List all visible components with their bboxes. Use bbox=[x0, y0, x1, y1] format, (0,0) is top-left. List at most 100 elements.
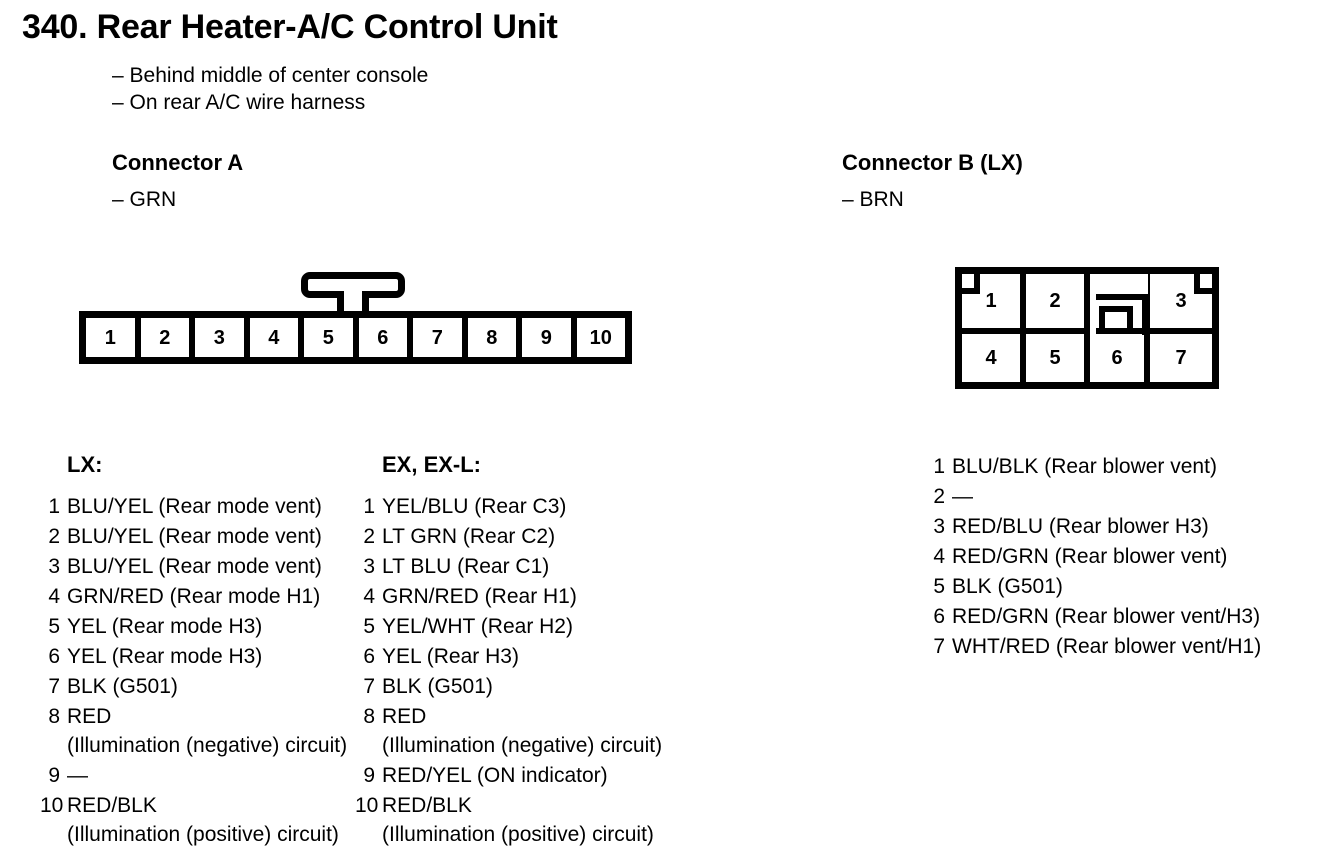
pin-desc-main: YEL/BLU (Rear C3) bbox=[382, 495, 567, 518]
pin-number: 5 bbox=[933, 575, 945, 598]
pin-description: RED/GRN (Rear blower vent/H3) bbox=[952, 602, 1305, 631]
pin-row: 5 YEL/WHT (Rear H2) bbox=[355, 612, 715, 641]
pin-desc-main: YEL (Rear H3) bbox=[382, 645, 519, 668]
pin-description: GRN/RED (Rear H1) bbox=[382, 582, 715, 611]
latch-joint-fill bbox=[344, 289, 362, 297]
connector-b-heading: Connector B (LX) bbox=[842, 150, 1023, 175]
pin-desc-main: BLU/YEL (Rear mode vent) bbox=[67, 525, 322, 548]
latch-recess-wall-left bbox=[1090, 294, 1096, 335]
pin-description: BLK (G501) bbox=[382, 672, 715, 701]
pin-description: YEL (Rear mode H3) bbox=[67, 612, 380, 641]
connector-a-pin-cell: 8 bbox=[467, 318, 522, 357]
connector-a-pin-cell: 9 bbox=[522, 318, 577, 357]
pin-desc-main: RED/GRN (Rear blower vent) bbox=[952, 545, 1228, 568]
pin-number: 3 bbox=[363, 555, 375, 578]
connector-a-pin-row: 1 2 3 4 5 6 7 8 9 10 bbox=[79, 311, 632, 364]
pin-desc-main: RED bbox=[67, 705, 112, 728]
latch-recess-wall-right bbox=[1142, 294, 1148, 335]
pin-description: RED/GRN (Rear blower vent) bbox=[952, 542, 1305, 571]
pin-row: 8 RED (Illumination (negative) circuit) bbox=[40, 702, 380, 760]
pin-row: 4 GRN/RED (Rear H1) bbox=[355, 582, 715, 611]
pin-row: 1 BLU/YEL (Rear mode vent) bbox=[40, 492, 380, 521]
pin-desc-main: BLK (G501) bbox=[952, 575, 1063, 598]
location-note-line: – On rear A/C wire harness bbox=[112, 91, 366, 114]
connector-latch-tab-icon bbox=[301, 272, 405, 318]
pin-description: RED/BLK(Illumination (positive) circuit) bbox=[67, 791, 380, 849]
pin-row: 4 RED/GRN (Rear blower vent) bbox=[925, 542, 1305, 571]
pin-description: BLU/YEL (Rear mode vent) bbox=[67, 522, 380, 551]
connector-a-pin-cell: 4 bbox=[249, 318, 304, 357]
pin-desc-main: YEL (Rear mode H3) bbox=[67, 615, 263, 638]
pin-desc-main: YEL/WHT (Rear H2) bbox=[382, 615, 573, 638]
pin-list-heading: LX: bbox=[67, 452, 103, 477]
pin-desc-main: LT BLU (Rear C1) bbox=[382, 555, 550, 578]
connector-a-pin-cell: 10 bbox=[576, 318, 625, 357]
pin-row: 4 GRN/RED (Rear mode H1) bbox=[40, 582, 380, 611]
latch-recess-tab bbox=[1099, 306, 1133, 328]
connector-b-pin-cell: 7 bbox=[1150, 334, 1212, 382]
connector-latch-recess-icon bbox=[1090, 274, 1148, 335]
pin-description: LT GRN (Rear C2) bbox=[382, 522, 715, 551]
pin-number: 5 bbox=[363, 615, 375, 638]
pin-number: 7 bbox=[363, 675, 375, 698]
pin-desc-main: GRN/RED (Rear H1) bbox=[382, 585, 577, 608]
pin-desc-continuation: (Illumination (negative) circuit) bbox=[382, 734, 663, 757]
location-note-line: – Behind middle of center console bbox=[112, 64, 429, 87]
pin-desc-main: RED bbox=[382, 705, 427, 728]
pin-desc-continuation: (Illumination (positive) circuit) bbox=[67, 823, 339, 846]
pin-desc-continuation: (Illumination (positive) circuit) bbox=[382, 823, 654, 846]
pin-row: 2— bbox=[925, 482, 1305, 511]
connector-b-diagram: 1 2 3 4 5 6 7 bbox=[955, 267, 1219, 389]
pin-desc-continuation: (Illumination (negative) circuit) bbox=[67, 734, 348, 757]
connector-a-pin-cell: 3 bbox=[195, 318, 250, 357]
pin-desc-main: RED/BLK bbox=[382, 794, 472, 817]
pin-description: BLU/YEL (Rear mode vent) bbox=[67, 492, 380, 521]
pin-list-heading: EX, EX-L: bbox=[382, 452, 482, 477]
connector-a-diagram: 1 2 3 4 5 6 7 8 9 10 bbox=[79, 272, 639, 372]
connector-b-top-row: 1 2 3 bbox=[962, 274, 1212, 328]
pin-desc-main: WHT/RED (Rear blower vent/H1) bbox=[952, 635, 1262, 658]
pin-description: — bbox=[67, 761, 380, 790]
pin-number: 10 bbox=[40, 794, 64, 817]
pin-row: 9— bbox=[40, 761, 380, 790]
connector-a-pin-cell: 6 bbox=[358, 318, 413, 357]
pin-description: — bbox=[952, 482, 1305, 511]
pin-number: 6 bbox=[363, 645, 375, 668]
pin-number: 1 bbox=[48, 495, 60, 518]
connector-b-pin-cell: 6 bbox=[1090, 334, 1150, 382]
connector-b-notch-left-icon bbox=[962, 274, 980, 294]
latch-recess-shelf bbox=[1090, 294, 1148, 300]
pin-number: 4 bbox=[48, 585, 60, 608]
pin-description: RED/BLK (Illumination (positive) circuit) bbox=[382, 791, 715, 849]
pin-number: 9 bbox=[363, 764, 375, 787]
connector-a-heading: Connector A bbox=[112, 150, 244, 175]
pin-desc-main: GRN/RED (Rear mode H1) bbox=[67, 585, 321, 608]
pin-description: RED (Illumination (negative) circuit) bbox=[382, 702, 715, 760]
pin-row: 6 RED/GRN (Rear blower vent/H3) bbox=[925, 602, 1305, 631]
pin-description: RED (Illumination (negative) circuit) bbox=[67, 702, 380, 760]
pin-number: 4 bbox=[933, 545, 945, 568]
connector-a-pin-cell: 2 bbox=[140, 318, 195, 357]
pin-description: BLU/YEL (Rear mode vent) bbox=[67, 552, 380, 581]
connector-a-pin-cell: 5 bbox=[304, 318, 359, 357]
pin-number: 5 bbox=[48, 615, 60, 638]
connector-a-color-note: – GRN bbox=[112, 188, 177, 211]
pin-number: 4 bbox=[363, 585, 375, 608]
pin-number: 10 bbox=[355, 794, 379, 817]
pin-row: 7 BLK (G501) bbox=[355, 672, 715, 701]
pin-description: YEL/WHT (Rear H2) bbox=[382, 612, 715, 641]
connector-b-color-note: – BRN bbox=[842, 188, 904, 211]
pin-number: 8 bbox=[48, 705, 60, 728]
pin-number: 6 bbox=[933, 605, 945, 628]
